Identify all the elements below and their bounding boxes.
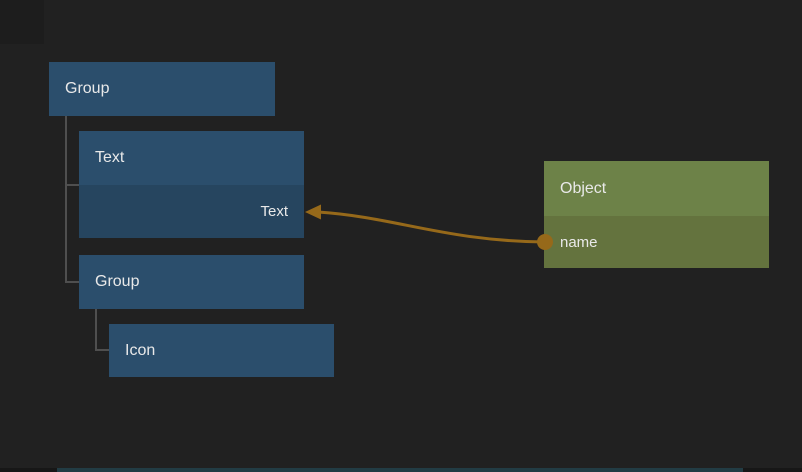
wire-arrowhead-icon [305,204,321,220]
node-object[interactable]: Object name [544,161,769,268]
node-group-1-header: Group [49,62,275,116]
node-text-port-label: Text [260,203,288,220]
tree-line-vertical-group1 [65,116,67,282]
node-group-2-label: Group [95,273,140,290]
wire-name-to-text[interactable] [317,210,546,244]
node-text-header: Text [79,131,304,185]
tree-line-stub-icon [95,349,109,351]
node-object-header: Object [544,161,769,216]
node-object-name-field-row[interactable]: name [544,216,769,268]
tree-line-stub-group2 [65,281,79,283]
horizontal-scrollbar-thumb[interactable] [57,468,743,472]
node-group-1-label: Group [65,80,110,97]
node-text-port-row[interactable]: Text [79,185,304,238]
canvas-corner-shade [0,0,44,44]
node-text-title: Text [95,149,125,166]
node-object-name-field-label: name [560,233,598,251]
tree-line-stub-text [65,184,79,186]
node-text[interactable]: Text Text [79,131,304,238]
tree-line-vertical-group2 [95,309,97,351]
node-icon-label: Icon [125,341,156,359]
node-object-title: Object [560,179,607,197]
node-icon-header: Icon [109,324,334,377]
node-group-2-header: Group [79,255,304,309]
node-group-1[interactable]: Group [49,62,275,116]
node-group-2[interactable]: Group [79,255,304,309]
node-icon[interactable]: Icon [109,324,334,377]
